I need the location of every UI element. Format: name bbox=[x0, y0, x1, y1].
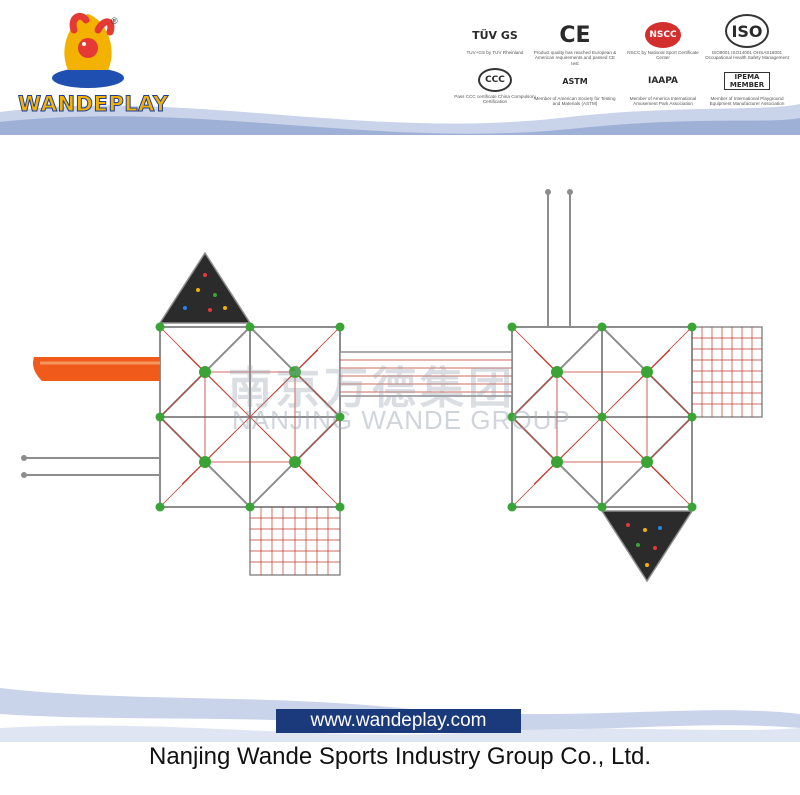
cert-caption: Member of American Society for Testing a… bbox=[534, 96, 616, 107]
cert-ccc: CCC Pass CCC certificate China Compulsor… bbox=[452, 68, 538, 105]
footer-wave bbox=[0, 688, 800, 742]
cert-caption: Member of America International Amusemen… bbox=[629, 96, 697, 107]
footer bbox=[0, 688, 800, 795]
cargo-net-bottom bbox=[249, 506, 341, 576]
cert-caption: Product quality has reached European & A… bbox=[533, 50, 617, 66]
ce-icon: CE bbox=[559, 22, 591, 48]
registered-mark: ® bbox=[111, 16, 118, 26]
watermark-english: NANJING WANDE GROUP bbox=[232, 405, 571, 435]
playground-plan-drawing bbox=[0, 135, 800, 690]
cert-caption: TUV+GS by TUV Rheinland bbox=[466, 50, 524, 55]
brand-mascot-logo bbox=[52, 12, 124, 88]
header-wave bbox=[0, 104, 800, 135]
nscc-icon: NSCC bbox=[645, 22, 681, 48]
ccc-icon: CCC bbox=[478, 68, 512, 92]
cert-caption: ISO9001 ISO14001 OHSAS18001 Occupational… bbox=[705, 50, 789, 61]
brand-wordmark: WANDEPLAY bbox=[18, 92, 169, 117]
tuv-gs-icon: TÜV GS bbox=[472, 28, 518, 42]
cargo-net-right bbox=[691, 326, 763, 418]
climbing-wall-top bbox=[158, 251, 252, 324]
iso-icon: ISO bbox=[725, 14, 769, 48]
astm-icon: ASTM bbox=[562, 76, 588, 86]
cert-nscc: NSCC NSCC by National Sport Certificate … bbox=[620, 22, 706, 61]
cert-ce: CE Product quality has reached European … bbox=[532, 22, 618, 66]
watermark-chinese: 南京万德集团 bbox=[228, 363, 516, 414]
cert-caption: Member of International Playground Equip… bbox=[709, 96, 785, 107]
cert-tuv-gs: TÜV GS TUV+GS by TUV Rheinland bbox=[452, 22, 538, 56]
cert-caption: NSCC by National Sport Certificate Cente… bbox=[627, 50, 699, 61]
cert-iso: ISO ISO9001 ISO14001 OHSAS18001 Occupati… bbox=[704, 14, 790, 61]
cert-ipema: IPEMA MEMBER Member of International Pla… bbox=[704, 68, 790, 107]
company-name: Nanjing Wande Sports Industry Group Co.,… bbox=[148, 743, 652, 770]
climbing-wall-bottom bbox=[600, 510, 694, 583]
ipema-icon: IPEMA MEMBER bbox=[724, 72, 770, 90]
header: ® WANDEPLAY TÜV GS TUV+GS by TUV Rheinla… bbox=[0, 0, 800, 135]
plan-svg bbox=[21, 189, 763, 583]
post-caps bbox=[155, 322, 697, 512]
cert-iaapa: IAAPA Member of America International Am… bbox=[620, 68, 706, 107]
cert-caption: Pass CCC certificate China Compulsory Ce… bbox=[454, 94, 536, 105]
rope-bridge bbox=[339, 351, 513, 397]
website-url[interactable]: www.wandeplay.com bbox=[276, 709, 521, 733]
cert-astm: ASTM Member of American Society for Test… bbox=[532, 68, 618, 107]
iaapa-icon: IAAPA bbox=[647, 76, 678, 86]
slide bbox=[33, 357, 160, 381]
